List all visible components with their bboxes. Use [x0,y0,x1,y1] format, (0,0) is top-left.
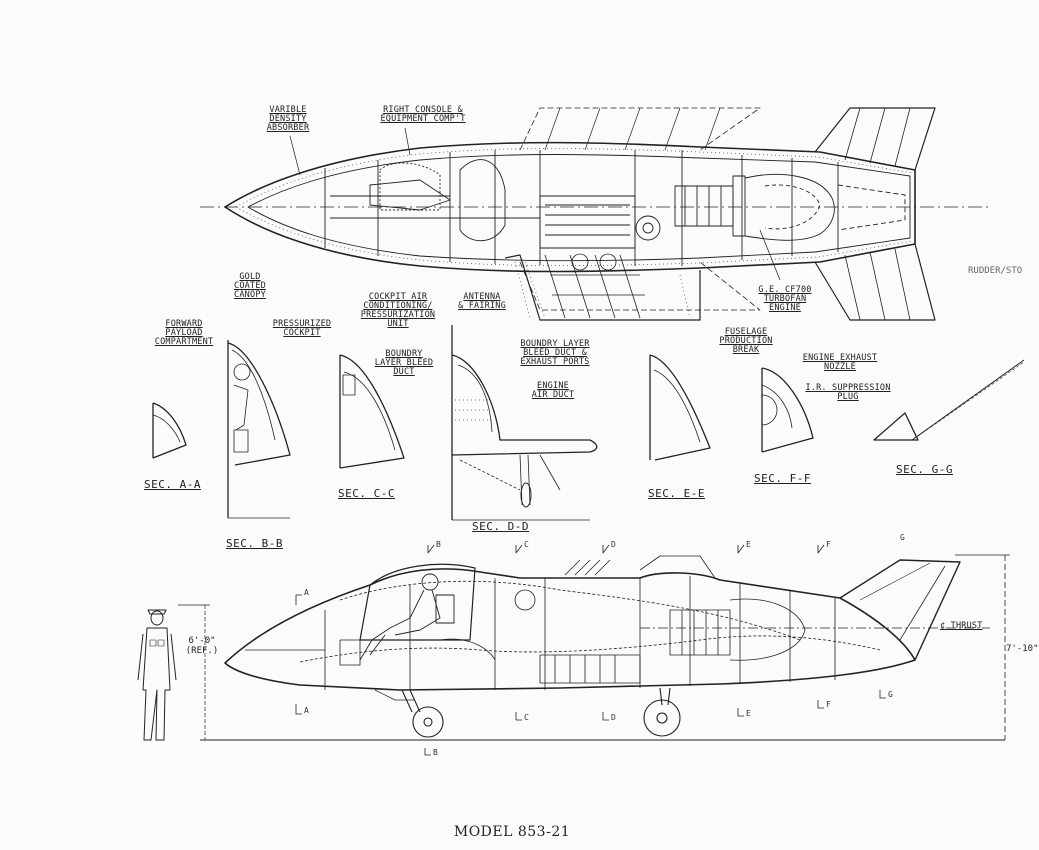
cut-mark-a-top: A [304,588,309,597]
person-figure [137,609,177,741]
cut-mark-a-bottom: A [304,706,309,715]
cut-mark-e-top: E [746,540,751,549]
sec-g-profile [873,359,1025,441]
section-d-label: SEC. D-D [472,520,529,533]
cut-mark-g-top: G [900,533,905,542]
cut-mark-g-bottom: G [888,690,893,699]
cut-mark-d-bottom: D [611,713,616,722]
label-pressurized-cockpit: PRESSURIZED COCKPIT [272,319,332,338]
label-ge-cf700: G.E. CF700 TURBOFAN ENGINE [758,285,812,313]
cut-mark-f-bottom: F [826,700,831,709]
label-right-console: RIGHT CONSOLE & EQUIPMENT COMP'T [380,105,466,124]
plan-view [200,107,990,321]
label-boundry-layer-bleed-duct: BOUNDRY LAYER BLEED DUCT [374,349,434,377]
section-b-label: SEC. B-B [226,537,283,550]
sec-a-profile [152,402,187,459]
label-fuselage-break: FUSELAGE PRODUCTION BREAK [719,327,773,355]
cut-mark-d-top: D [611,540,616,549]
label-forward-payload: FORWARD PAYLOAD COMPARTMENT [154,319,214,347]
label-cockpit-air: COCKPIT AIR CONDITIONING/ PRESSURIZATION… [360,292,436,329]
label-varible-density-absorber: VARIBLE DENSITY ABSORBER [266,105,310,133]
dimension-overall-height: 7'-10" [1006,644,1039,654]
section-e-label: SEC. E-E [648,487,705,500]
dimension-person-height: 6'-0" (REF.) [185,636,219,656]
drawing-title: MODEL 853-21 [453,824,571,840]
landing-gear [374,687,681,738]
label-thrust: ¢ THRUST [940,621,983,631]
cut-mark-b-top: B [436,540,441,549]
cut-mark-e-bottom: E [746,709,751,718]
section-a-label: SEC. A-A [144,478,201,491]
sec-c-profile [339,354,405,469]
sec-d-profile [451,325,598,521]
label-rudder-stub: RUDDER/STO [968,266,1023,276]
label-ir-suppression: I.R. SUPPRESSION PLUG [805,383,891,402]
section-g-label: SEC. G-G [896,463,953,476]
cut-mark-f-top: F [826,540,831,549]
label-gold-coated-canopy: GOLD COATED CANOPY [234,272,266,300]
label-engine-exhaust-nozzle: ENGINE EXHAUST NOZZLE [802,353,878,372]
cut-mark-c-bottom: C [524,713,529,722]
label-engine-air-duct: ENGINE AIR DUCT [531,381,575,400]
label-boundry-layer-exhaust: BOUNDRY LAYER BLEED DUCT & EXHAUST PORTS [520,339,590,367]
side-view [137,544,1010,756]
section-c-label: SEC. C-C [338,487,395,500]
cut-mark-c-top: C [524,540,529,549]
pilot-figure [359,573,455,661]
sec-e-profile [649,354,711,461]
label-antenna-fairing: ANTENNA & FAIRING [458,292,506,311]
section-f-label: SEC. F-F [754,472,811,485]
cut-mark-b-bottom: B [433,748,438,757]
sec-b-profile [227,340,291,519]
sec-f-profile [761,367,814,453]
